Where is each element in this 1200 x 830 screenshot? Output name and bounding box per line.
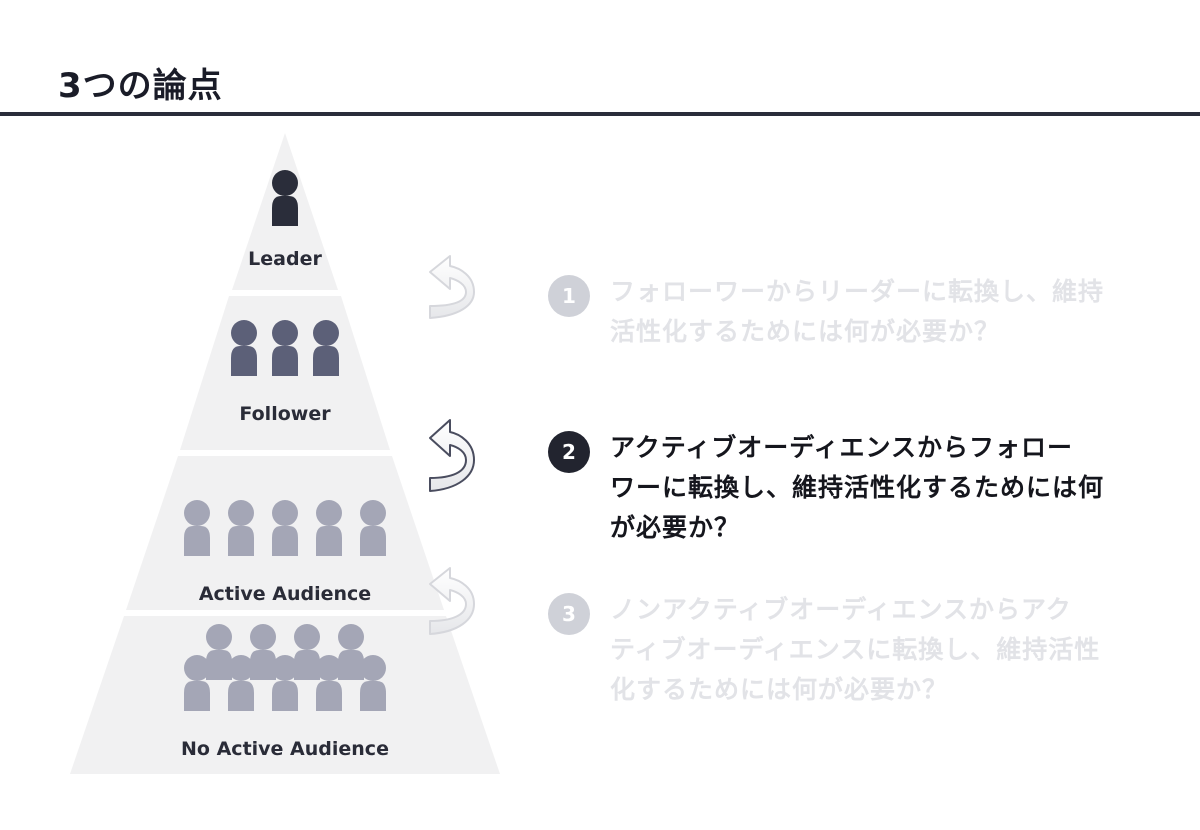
curved-up-arrow-icon (429, 255, 475, 319)
no-active-audience-icons (184, 624, 386, 711)
person-icon (360, 500, 386, 556)
person-group-icon (184, 655, 210, 711)
person-icon (313, 320, 339, 376)
person-group-icon (294, 624, 320, 680)
tier-label-active-audience: Active Audience (199, 583, 371, 605)
person-group-icon (206, 624, 232, 680)
person-icon (272, 320, 298, 376)
leader-icons (272, 170, 298, 226)
person-group-icon (360, 655, 386, 711)
curved-up-arrow-icon (429, 419, 475, 492)
person-icon (184, 500, 210, 556)
title-divider (0, 112, 1200, 116)
tier-label-leader: Leader (248, 248, 322, 270)
person-icon (228, 500, 254, 556)
person-icon (272, 170, 298, 226)
person-group-icon (338, 624, 364, 680)
page-title: 3つの論点 (58, 66, 223, 106)
person-group-icon (228, 655, 254, 711)
person-group-icon (272, 655, 298, 711)
person-group-icon (316, 655, 342, 711)
active-audience-icons (184, 500, 386, 556)
person-icon (272, 500, 298, 556)
follower-icons (231, 320, 339, 376)
tier-label-follower: Follower (239, 403, 331, 425)
person-group-icon (250, 624, 276, 680)
curved-up-arrow-icon (429, 567, 475, 635)
tier-label-no-active-audience: No Active Audience (181, 738, 389, 760)
person-icon (316, 500, 342, 556)
person-icon (231, 320, 257, 376)
